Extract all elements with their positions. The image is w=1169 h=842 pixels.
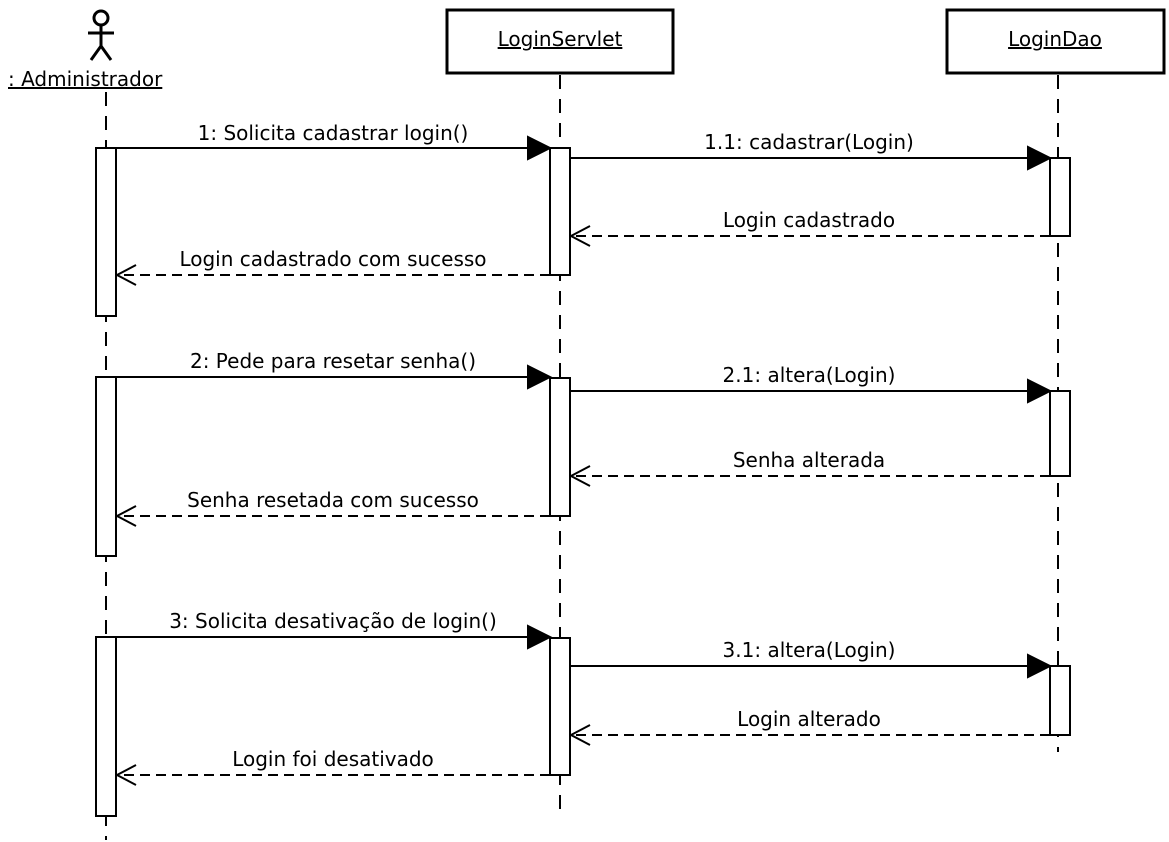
activation-bar-login-dao-2 — [1049, 390, 1071, 477]
message-label-3: 3: Solicita desativação de login() — [169, 609, 497, 633]
object-box-login-dao: LoginDao — [945, 8, 1166, 75]
object-name-login-dao: LoginDao — [1008, 27, 1102, 51]
activation-bar-login-servlet-3 — [549, 637, 571, 776]
activation-bar-login-dao-3 — [1049, 665, 1071, 736]
actor-name: : Administrador — [8, 67, 163, 91]
activation-bar-login-servlet-2 — [549, 377, 571, 517]
message-arrow-3-1 — [570, 653, 1053, 679]
message-label-3-1: 3.1: altera(Login) — [723, 638, 896, 662]
return-arrow-login-cadastrado-com-sucesso — [114, 264, 550, 286]
message-label-login-foi-desativado: Login foi desativado — [232, 747, 434, 771]
activation-bar-administrador-1 — [95, 147, 117, 317]
message-label-senha-resetada-com-sucesso: Senha resetada com sucesso — [187, 488, 479, 512]
message-arrow-1 — [116, 135, 553, 161]
message-arrow-2 — [116, 364, 553, 390]
return-arrow-login-cadastrado — [568, 225, 1050, 247]
object-box-login-servlet: LoginServlet — [445, 8, 675, 75]
activation-bar-login-servlet-1 — [549, 147, 571, 276]
return-arrow-senha-resetada-com-sucesso — [114, 505, 550, 527]
message-arrow-3 — [116, 624, 553, 650]
return-arrow-login-alterado — [568, 724, 1050, 746]
message-label-2: 2: Pede para resetar senha() — [190, 349, 476, 373]
message-label-login-cadastrado-com-sucesso: Login cadastrado com sucesso — [179, 247, 486, 271]
message-label-senha-alterada: Senha alterada — [733, 448, 885, 472]
return-arrow-login-foi-desativado — [114, 764, 550, 786]
message-arrow-2-1 — [570, 378, 1053, 404]
activation-bar-administrador-3 — [95, 636, 117, 817]
message-label-login-cadastrado: Login cadastrado — [723, 208, 895, 232]
message-label-1: 1: Solicita cadastrar login() — [198, 121, 469, 145]
message-label-2-1: 2.1: altera(Login) — [723, 363, 896, 387]
return-arrow-senha-alterada — [568, 465, 1050, 487]
message-arrow-1-1 — [570, 145, 1053, 171]
object-name-login-servlet: LoginServlet — [498, 27, 623, 51]
message-label-login-alterado: Login alterado — [737, 707, 881, 731]
activation-bar-login-dao-1 — [1049, 157, 1071, 237]
message-label-1-1: 1.1: cadastrar(Login) — [704, 130, 914, 154]
actor-figure-icon — [88, 9, 114, 61]
activation-bar-administrador-2 — [95, 376, 117, 557]
